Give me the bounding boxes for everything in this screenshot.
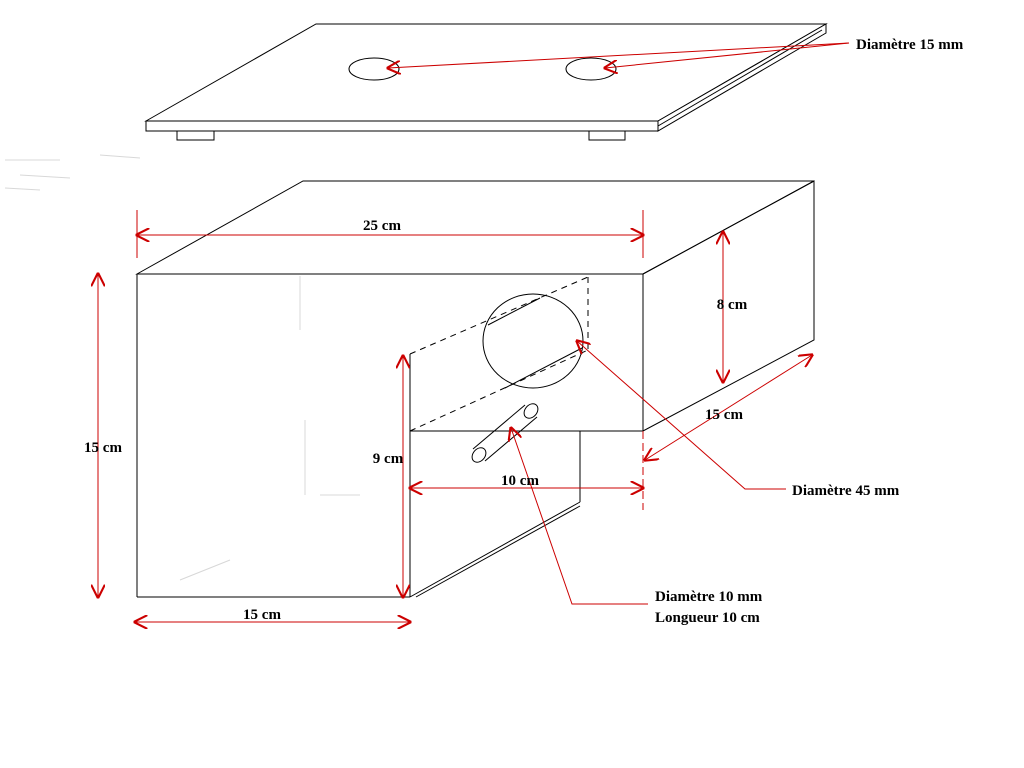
entrance-hole (482, 293, 584, 389)
side-height-label: 8 cm (717, 297, 748, 313)
entrance-hole-label: Diamètre 45 mm (792, 483, 900, 499)
notch-height-label: 9 cm (373, 451, 404, 467)
notch-width-label: 10 cm (501, 473, 539, 489)
lid-board (144, 23, 828, 132)
background-smudges (4, 154, 141, 191)
perch (471, 403, 539, 463)
box-body (135, 180, 815, 598)
lid-holes-label: Diamètre 15 mm (856, 37, 964, 53)
dimension-lines (98, 42, 850, 622)
front-height-label: 15 cm (84, 440, 122, 456)
front-width-label: 15 cm (243, 607, 281, 623)
perch-diameter-label: Diamètre 10 mm (655, 589, 763, 605)
lid-cleats (176, 130, 626, 141)
perch-length-label: Longueur 10 cm (655, 610, 760, 626)
box-length-label: 25 cm (363, 218, 401, 234)
side-depth-label: 15 cm (705, 407, 743, 423)
